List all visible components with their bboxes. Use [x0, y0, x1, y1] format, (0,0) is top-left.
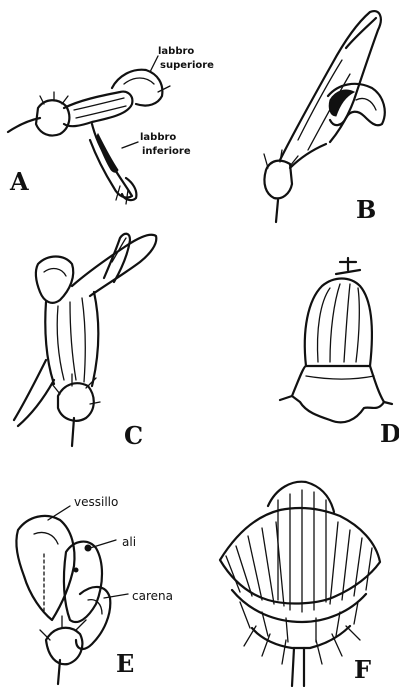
figure-c-drawing [14, 234, 156, 446]
figure-b-drawing [264, 11, 385, 222]
figure-d-letter: D [380, 419, 399, 448]
figure-b-letter: B [356, 195, 376, 224]
label-labbro-inferiore-line2: inferiore [142, 146, 191, 157]
label-labbro-superiore-line1: labbro [158, 46, 194, 57]
figure-f-letter: F [354, 655, 371, 684]
figure-e-drawing [16, 506, 128, 684]
figure-e-letter: E [116, 649, 134, 678]
label-labbro-inferiore-line1: labbro [140, 132, 176, 143]
figure-d-drawing [280, 258, 392, 422]
label-ali: ali [122, 535, 136, 549]
figure-a-letter: A [9, 167, 29, 196]
label-vessillo: vessillo [74, 495, 118, 509]
label-labbro-superiore-line2: superiore [160, 60, 214, 71]
label-carena: carena [132, 589, 173, 603]
figure-c-letter: C [124, 421, 143, 450]
figure-a-drawing [8, 56, 170, 204]
